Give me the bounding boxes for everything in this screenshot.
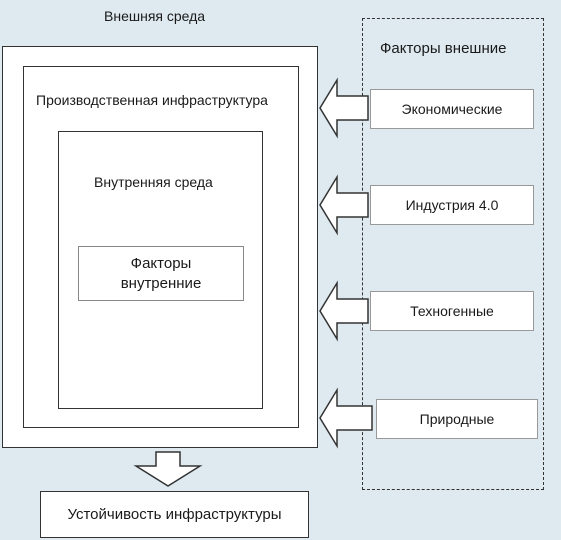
internal-factors-label: Факторы внутренние	[120, 254, 202, 292]
external-factor-economic: Экономические	[370, 89, 534, 129]
left-arrow-industry40	[319, 174, 369, 236]
external-factor-industry40: Индустрия 4.0	[370, 185, 534, 225]
production-infrastructure-label: Производственная инфраструктура	[36, 92, 268, 108]
external-factors-title: Факторы внешние	[380, 40, 507, 57]
result-label: Устойчивость инфраструктуры	[67, 506, 282, 523]
external-factor-natural: Природные	[376, 399, 538, 439]
external-factor-industry40-label: Индустрия 4.0	[405, 197, 499, 213]
internal-factors-box: Факторы внутренние	[78, 246, 244, 301]
external-factor-natural-label: Природные	[419, 411, 495, 427]
outer-environment-label: Внешняя среда	[104, 8, 206, 24]
inner-environment-label: Внутренняя среда	[94, 174, 213, 190]
left-arrow-technogenic	[319, 280, 369, 342]
external-factor-technogenic-label: Техногенные	[410, 303, 494, 319]
external-factor-technogenic: Техногенные	[370, 291, 534, 331]
external-factors-panel	[362, 18, 544, 490]
left-arrow-natural	[319, 387, 373, 449]
result-box: Устойчивость инфраструктуры	[40, 491, 309, 538]
external-factor-economic-label: Экономические	[401, 101, 503, 117]
left-arrow-economic	[319, 77, 369, 139]
down-arrow-result	[133, 451, 203, 487]
